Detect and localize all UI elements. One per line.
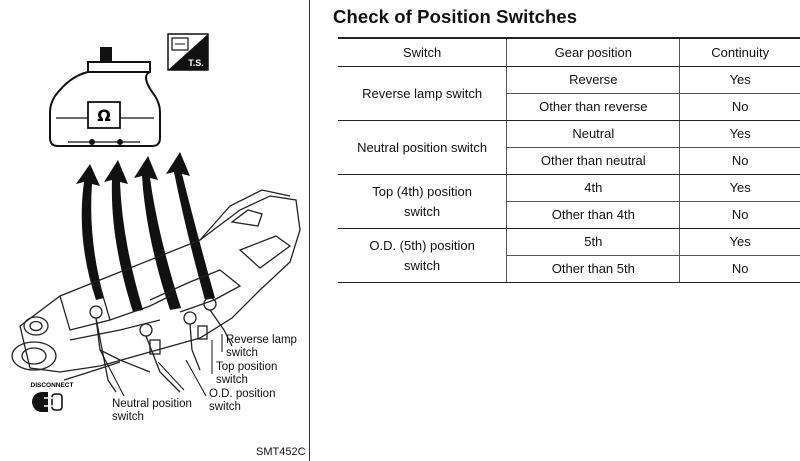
switch-name-line1: Top (4th) position: [372, 183, 472, 199]
ts-badge-label: T.S.: [188, 58, 204, 68]
switch-name: Neutral position switch: [357, 139, 488, 155]
neutral-position-switch-label: Neutral position switch: [112, 398, 192, 424]
header-switch: Switch: [338, 37, 508, 67]
illustration-drawing: Ω T.S.: [11, 33, 301, 412]
continuity-cell: No: [679, 93, 800, 121]
disconnect-label: DISCONNECT: [31, 382, 74, 389]
label-leaders: [99, 334, 223, 397]
table-row: O.D. (5th) position switch 5th Yes: [338, 228, 800, 283]
top-position-switch-label-line2: switch: [216, 374, 248, 386]
switch-name: Reverse lamp switch: [362, 85, 483, 101]
ohmmeter-icon: [49, 47, 161, 147]
table-row: Other than reverse No: [338, 93, 800, 121]
gear-position-cell: Other than neutral: [506, 147, 681, 175]
reverse-lamp-switch-label: Reverse lamp switch: [226, 334, 297, 360]
switch-cell-top-4th-position: Top (4th) position switch: [338, 174, 508, 229]
page-title: Check of Position Switches: [333, 6, 578, 27]
gear-position-cell: 5th: [506, 228, 681, 256]
disconnect-icon: [32, 392, 63, 412]
gear-position-cell: Other than 5th: [506, 255, 681, 283]
table-row: Reverse lamp switch Reverse Yes: [338, 66, 800, 121]
header-gear-position: Gear position: [506, 37, 681, 67]
gear-position-cell: Reverse: [506, 66, 681, 94]
continuity-cell: Yes: [679, 174, 800, 202]
switch-name-line2: switch: [404, 257, 441, 273]
position-switch-table: Switch Gear position Continuity Reverse …: [338, 37, 800, 283]
lead-arrows: [76, 152, 215, 312]
neutral-position-switch-label-line2: switch: [112, 411, 144, 423]
figure-code: SMT452C: [256, 446, 306, 458]
reverse-lamp-switch-label-line1: Reverse lamp: [226, 334, 297, 346]
continuity-cell: Yes: [679, 66, 800, 94]
switch-name-line2: switch: [404, 203, 441, 219]
top-position-switch-label: Top position switch: [216, 361, 277, 387]
neutral-position-switch-label-line1: Neutral position: [112, 398, 192, 410]
gear-position-cell: Neutral: [506, 120, 681, 148]
switch-name-line1: O.D. (5th) position: [369, 237, 475, 253]
table-row: Neutral position switch Neutral Yes: [338, 120, 800, 175]
gear-position-cell: Other than 4th: [506, 201, 681, 229]
continuity-cell: No: [679, 201, 800, 229]
od-position-switch-label-line2: switch: [209, 401, 241, 413]
table-row: Other than 4th No: [338, 201, 800, 229]
switch-cell-reverse-lamp: Reverse lamp switch: [338, 66, 508, 121]
table-row: Other than 5th No: [338, 255, 800, 283]
transmission-illustration: Ω T.S.: [0, 0, 310, 461]
gear-position-cell: 4th: [506, 174, 681, 202]
table-row: Other than neutral No: [338, 147, 800, 175]
ts-badge-icon: [167, 33, 209, 71]
reverse-lamp-switch-label-line2: switch: [226, 347, 258, 359]
switch-cell-neutral-position: Neutral position switch: [338, 120, 508, 175]
transmission-drawing: [11, 189, 301, 393]
continuity-cell: No: [679, 255, 800, 283]
continuity-cell: Yes: [679, 120, 800, 148]
ohm-symbol: Ω: [97, 106, 111, 125]
continuity-cell: Yes: [679, 228, 800, 256]
od-position-switch-label: O.D. position switch: [209, 388, 275, 414]
table-row: Top (4th) position switch 4th Yes: [338, 174, 800, 229]
header-continuity: Continuity: [679, 37, 800, 67]
gear-position-cell: Other than reverse: [506, 93, 681, 121]
switch-cell-od-5th-position: O.D. (5th) position switch: [338, 228, 508, 283]
continuity-cell: No: [679, 147, 800, 175]
od-position-switch-label-line1: O.D. position: [209, 388, 276, 400]
top-position-switch-label-line1: Top position: [216, 361, 278, 373]
table-header-row: Switch Gear position Continuity: [338, 37, 800, 67]
